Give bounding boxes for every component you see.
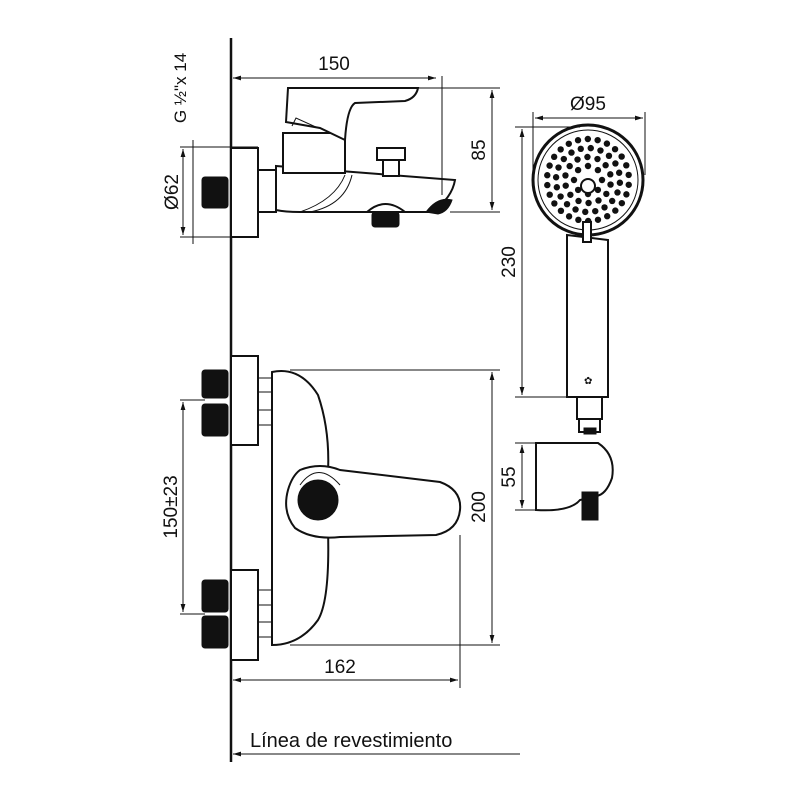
nozzle-dot xyxy=(594,166,602,174)
nozzle-dot xyxy=(552,174,560,181)
nozzle-dot xyxy=(570,176,578,184)
nozzle-dot xyxy=(625,181,632,188)
nozzle-dot xyxy=(577,145,584,153)
nozzle-dot xyxy=(602,162,609,169)
nozzle-dots xyxy=(544,135,632,225)
nozzle-dot xyxy=(575,216,582,224)
dim-front-height: 200 xyxy=(469,491,490,523)
mixer-front-view xyxy=(201,355,462,661)
nozzle-dot xyxy=(625,171,632,179)
nozzle-dot xyxy=(603,140,611,147)
nozzle-dot xyxy=(546,191,553,198)
nozzle-dot xyxy=(585,199,592,207)
hand-shower: ✿ xyxy=(531,123,645,435)
nozzle-dot xyxy=(603,190,610,198)
nozzle-dot xyxy=(587,144,594,152)
nozzle-dot xyxy=(555,164,562,171)
nozzle-dot xyxy=(574,137,582,144)
dim-plate-diameter: Ø62 xyxy=(162,174,183,210)
nozzle-dot xyxy=(623,162,630,169)
nozzle-dot xyxy=(544,181,551,189)
nozzle-dot xyxy=(597,147,604,154)
nozzle-dot xyxy=(611,145,619,153)
nozzle-dot xyxy=(574,186,582,194)
nozzle-dot xyxy=(601,204,608,211)
nozzle-dot xyxy=(560,155,568,163)
logo-mark: ✿ xyxy=(584,376,592,387)
nozzle-dot xyxy=(604,213,611,220)
nozzle-dot xyxy=(553,184,561,191)
dim-thread: G ½"x 14 xyxy=(171,53,190,123)
nozzle-dot xyxy=(616,179,624,186)
nozzle-dot xyxy=(607,171,614,178)
nozzle-dot xyxy=(550,153,558,161)
nozzle-dot xyxy=(557,146,564,153)
nozzle-dot xyxy=(623,191,630,198)
nozzle-dot xyxy=(594,136,601,144)
nozzle-dot xyxy=(584,135,592,143)
nozzle-dot xyxy=(608,197,616,205)
nozzle-dot xyxy=(584,162,592,170)
nozzle-dot xyxy=(607,181,614,188)
nozzle-dot xyxy=(563,200,571,208)
nozzle-dot xyxy=(598,176,606,184)
dim-shower-head-diameter: Ø95 xyxy=(570,94,606,115)
dim-shower-length: 230 xyxy=(499,246,520,278)
nozzle-dot xyxy=(572,206,579,213)
nozzle-dot xyxy=(551,200,558,207)
dim-inlet-spacing: 150±23 xyxy=(161,475,182,538)
nozzle-dot xyxy=(566,162,573,170)
nozzle-dot xyxy=(565,213,573,220)
nozzle-dot xyxy=(595,197,602,204)
nozzle-dot xyxy=(594,155,601,163)
shower-holder xyxy=(535,442,614,521)
nozzle-dot xyxy=(592,207,599,215)
nozzle-dot xyxy=(584,153,591,161)
nozzle-dot xyxy=(594,186,602,194)
dim-front-width: 162 xyxy=(324,657,356,678)
dim-holder-height: 55 xyxy=(499,466,520,487)
nozzle-dot xyxy=(557,207,565,215)
nozzle-dot xyxy=(568,149,575,156)
nozzle-dot xyxy=(575,197,582,205)
nozzle-dot xyxy=(557,193,564,200)
nozzle-dot xyxy=(582,208,589,216)
nozzle-dot xyxy=(605,152,613,160)
nozzle-dot xyxy=(615,169,623,176)
nozzle-dot xyxy=(612,207,619,214)
nozzle-dot xyxy=(544,172,551,179)
dim-spout-length: 150 xyxy=(318,54,350,75)
wall-line-label: Línea de revestimiento xyxy=(250,730,452,752)
mixer-side-view xyxy=(201,87,457,238)
nozzle-dot xyxy=(574,166,582,174)
nozzle-dot xyxy=(618,153,625,160)
nozzle-dot xyxy=(562,182,569,189)
nozzle-dot xyxy=(574,156,581,163)
nozzle-dot xyxy=(562,172,569,179)
nozzle-dot xyxy=(612,160,619,167)
nozzle-dot xyxy=(565,140,572,147)
nozzle-dot xyxy=(614,189,621,196)
dim-body-height: 85 xyxy=(469,139,490,160)
nozzle-dot xyxy=(618,199,626,207)
nozzle-dot xyxy=(567,191,574,198)
nozzle-dot xyxy=(546,162,553,169)
nozzle-dot xyxy=(594,216,602,223)
